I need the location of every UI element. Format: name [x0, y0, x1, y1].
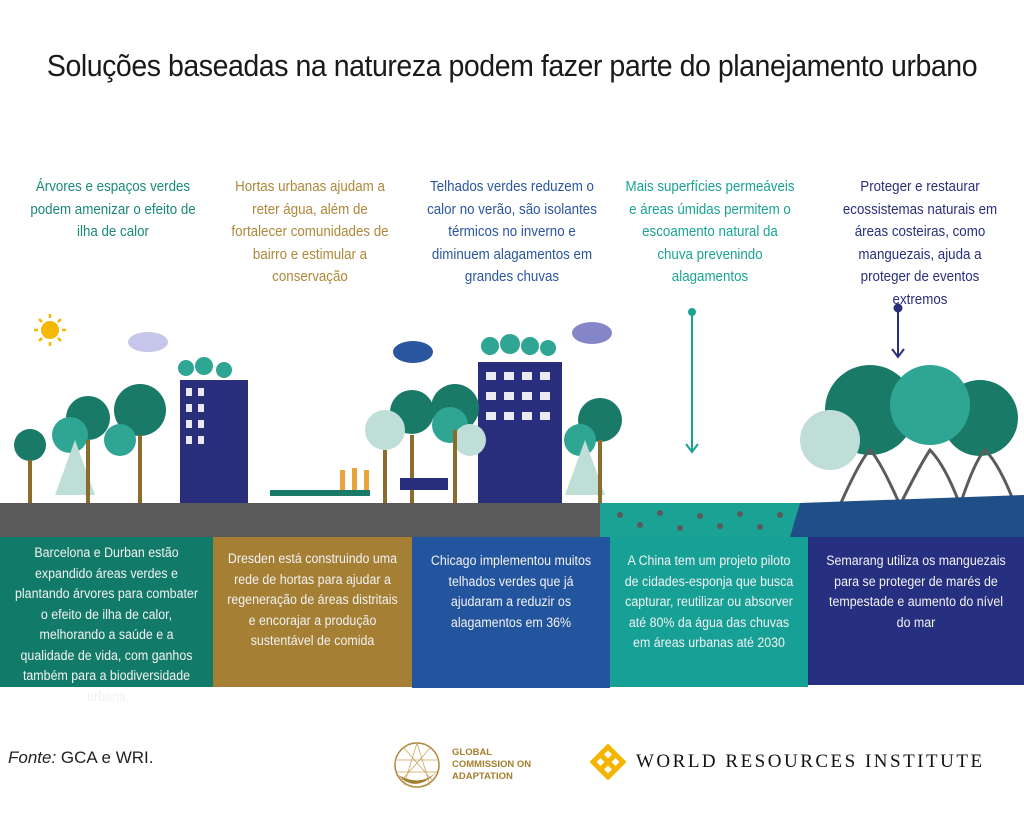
- arrow-down-icon: [891, 303, 905, 359]
- info-box-barcelona-durban: Barcelona e Durban estão expandido áreas…: [0, 537, 213, 704]
- cloud-icon: [128, 322, 612, 363]
- info-text: Chicago implementou muitos telhados verd…: [430, 553, 592, 630]
- building-green-roof: [478, 362, 562, 503]
- arrow-icon: [685, 308, 699, 454]
- info-text: Semarang utiliza os manguezais para se p…: [826, 553, 1006, 630]
- page-title: Soluções baseadas na natureza podem faze…: [46, 48, 978, 83]
- top-text-roofs: Telhados verdes reduzem o calor no verão…: [427, 179, 597, 285]
- info-box-chicago: Chicago implementou muitos telhados verd…: [412, 537, 610, 688]
- globe-icon: [394, 742, 440, 788]
- top-text-trees: Árvores e espaços verdes podem amenizar …: [30, 179, 196, 240]
- sun-icon: [34, 314, 66, 346]
- wri-logo: WORLD RESOURCES INSTITUTE: [590, 744, 985, 780]
- info-text: Dresden está construindo uma rede de hor…: [227, 551, 398, 648]
- source-text: GCA e WRI.: [56, 748, 154, 767]
- mangrove-roots: [838, 447, 1017, 506]
- top-text-gardens: Hortas urbanas ajudam a reter água, além…: [231, 179, 389, 285]
- top-text-mangroves: Proteger e restaurar ecossistemas natura…: [842, 179, 998, 308]
- top-text-permeable: Mais superfícies permeáveis e áreas úmid…: [625, 179, 795, 285]
- info-text: A China tem um projeto piloto de cidades…: [624, 553, 794, 650]
- info-box-semarang: Semarang utiliza os manguezais para se p…: [808, 537, 1024, 685]
- bench: [400, 478, 448, 490]
- gca-line: COMMISSION ON: [452, 759, 532, 770]
- gca-line: GLOBAL: [452, 747, 493, 758]
- trees: [14, 365, 1018, 503]
- info-box-china: A China tem um projeto piloto de cidades…: [610, 537, 808, 687]
- wri-knot-icon: [590, 744, 626, 780]
- info-box-dresden: Dresden está construindo uma rede de hor…: [213, 537, 412, 687]
- wri-name: WORLD RESOURCES INSTITUTE: [636, 751, 985, 772]
- source-note: Fonte: GCA e WRI.: [8, 748, 154, 768]
- garden: [340, 468, 369, 492]
- city-illustration: [0, 303, 1024, 537]
- sea: [790, 495, 1024, 537]
- info-text: Barcelona e Durban estão expandido áreas…: [15, 545, 198, 704]
- gca-line: ADAPTATION: [452, 771, 513, 782]
- source-label: Fonte:: [8, 748, 57, 767]
